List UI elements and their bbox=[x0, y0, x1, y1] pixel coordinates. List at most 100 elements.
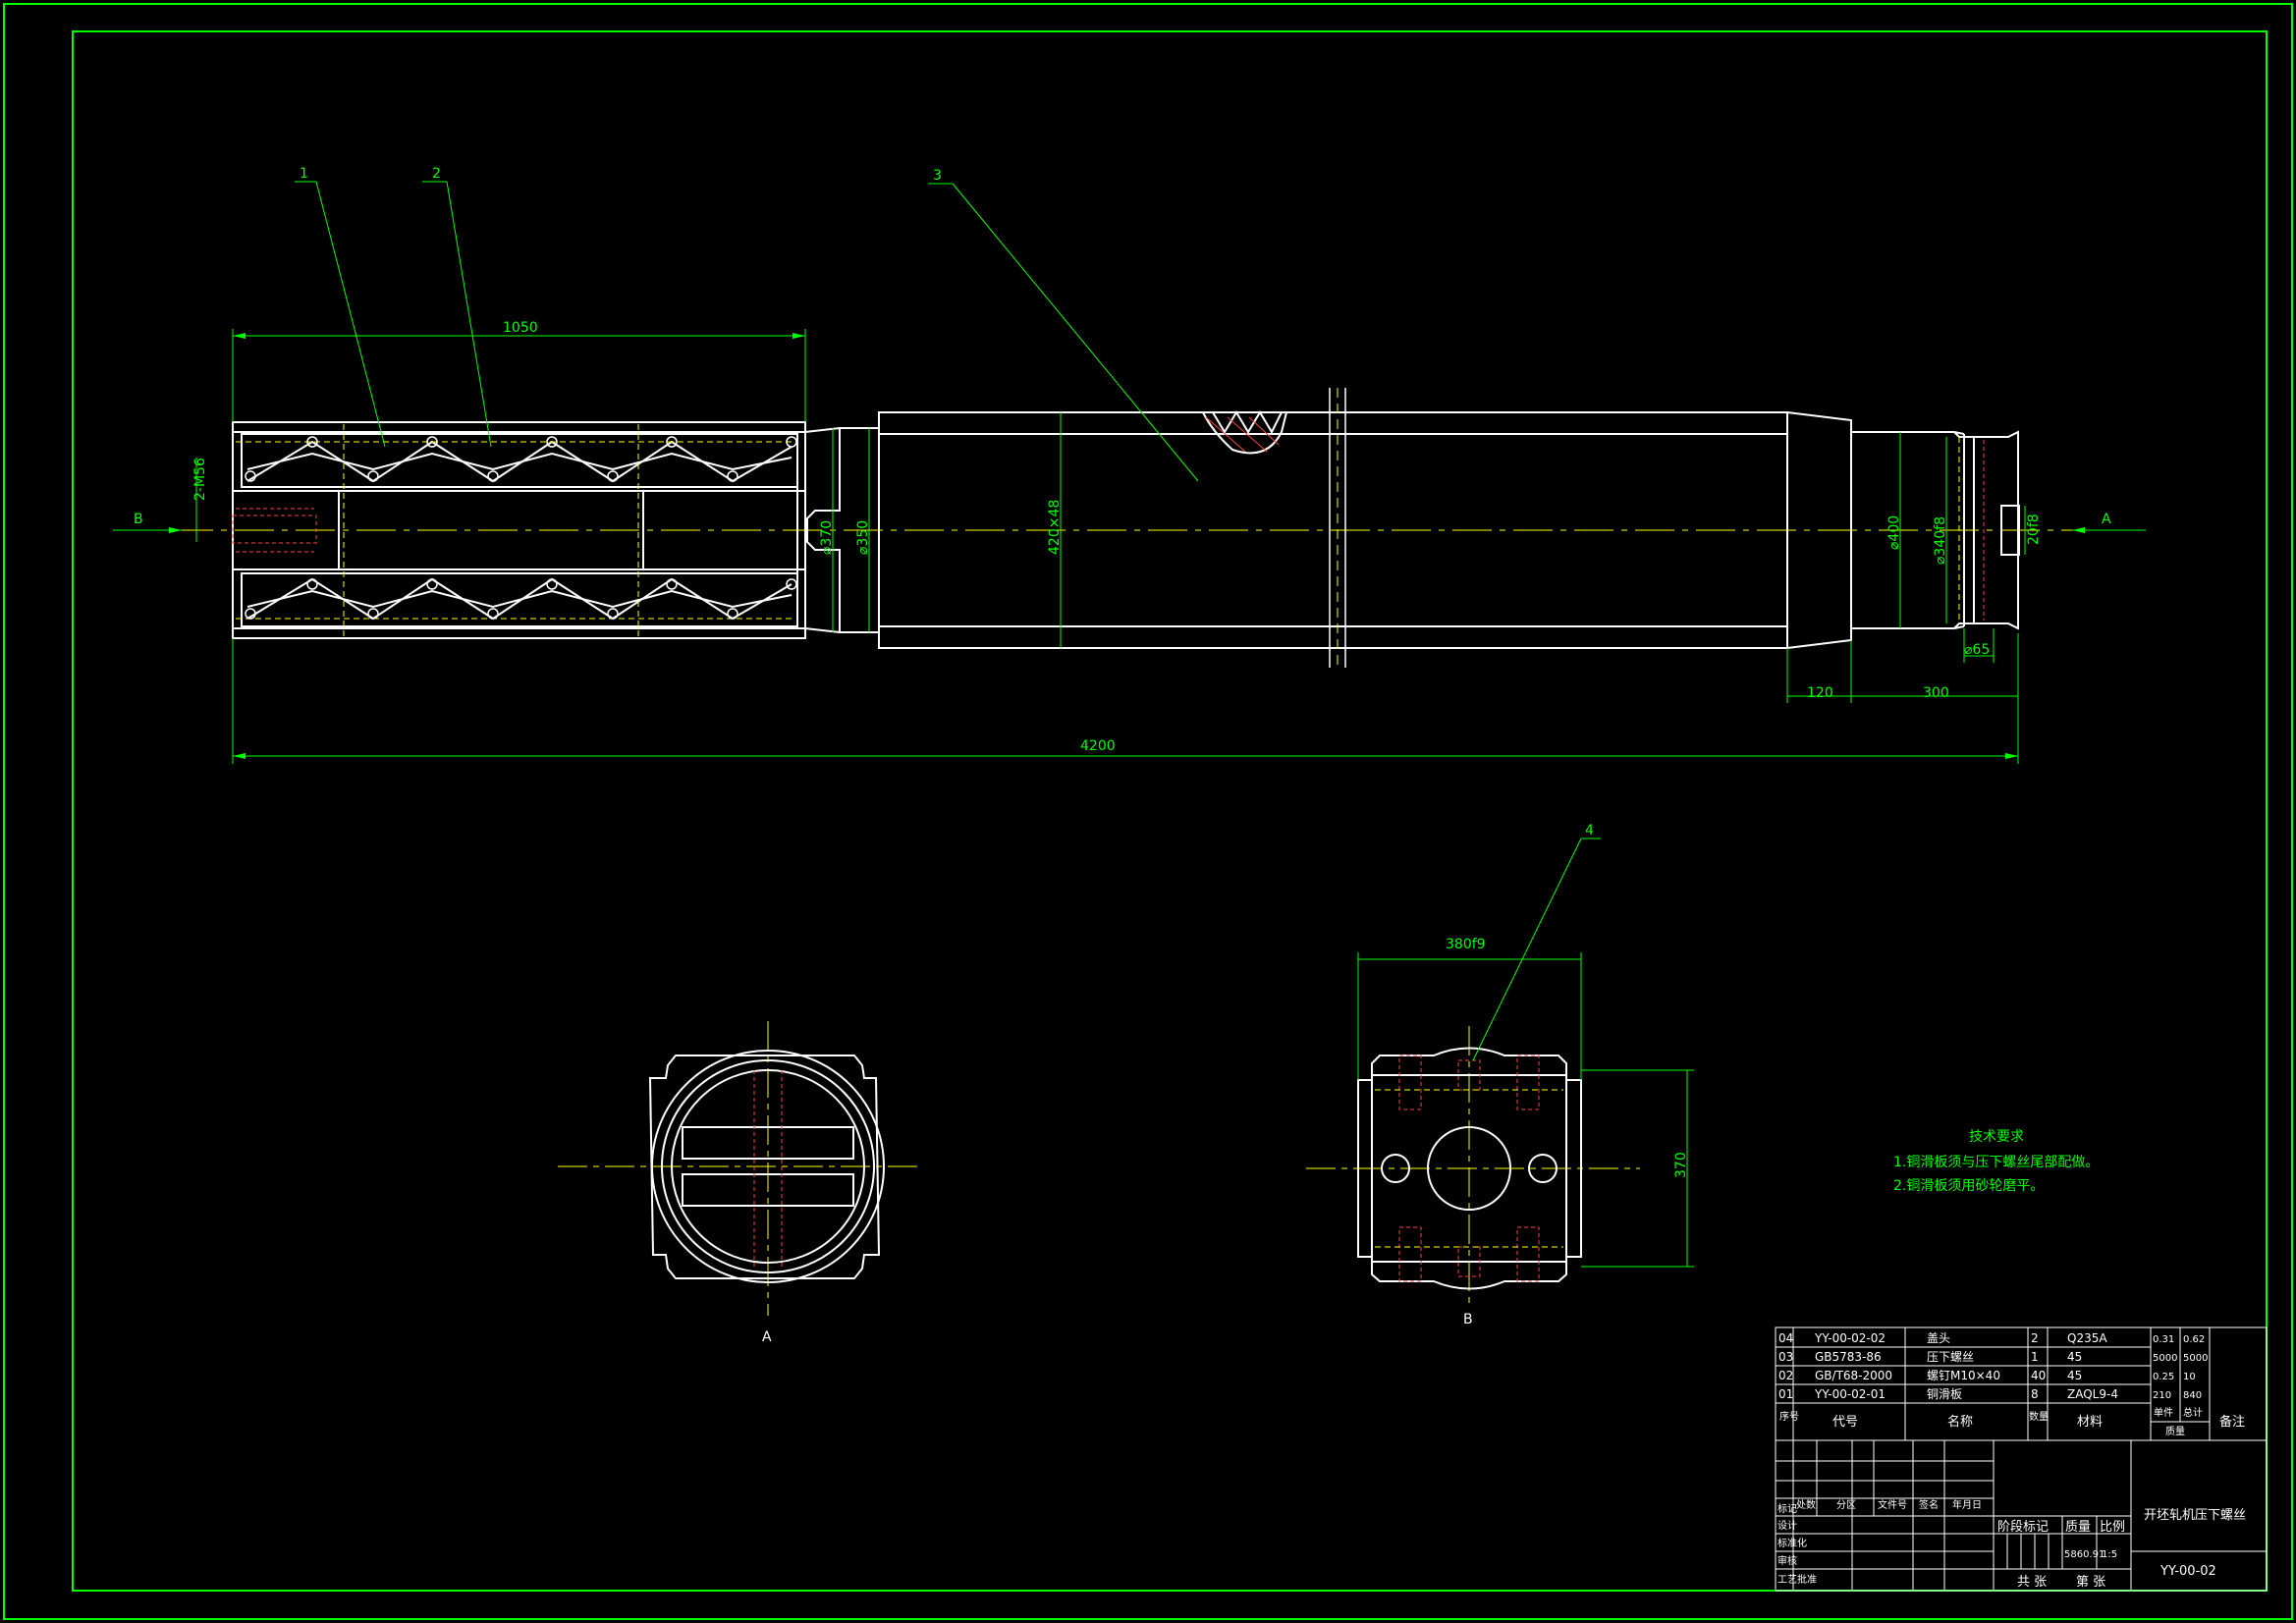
dim-4200: 4200 bbox=[1080, 738, 1116, 754]
part-unit-mass: 5000 bbox=[2153, 1353, 2177, 1364]
sheet-number: 第 张 bbox=[2076, 1575, 2105, 1590]
screw-hole bbox=[666, 578, 678, 590]
dim-phi400: ⌀400 bbox=[1886, 515, 1902, 550]
part-unit-mass: 210 bbox=[2153, 1390, 2171, 1401]
part-name: 压下螺丝 bbox=[1927, 1350, 1974, 1364]
part-unit-mass: 0.31 bbox=[2153, 1334, 2174, 1345]
drawing-frame bbox=[3, 3, 2293, 1620]
parts-list bbox=[1775, 1326, 2268, 1441]
tech-req-title: 技术要求 bbox=[1969, 1129, 2024, 1145]
screw-hole bbox=[245, 470, 256, 482]
screw-holes bbox=[245, 436, 797, 620]
part-no: 01 bbox=[1778, 1387, 1793, 1401]
part-total-mass: 10 bbox=[2183, 1372, 2196, 1382]
hdr-name: 名称 bbox=[1947, 1414, 1973, 1430]
balloon-2: 2 bbox=[432, 166, 441, 182]
part-code: YY-00-02-02 bbox=[1814, 1331, 1886, 1345]
view-a-label: A bbox=[762, 1329, 772, 1345]
neck-section bbox=[804, 426, 879, 634]
journal-section bbox=[1786, 411, 2020, 649]
part-code: GB/T68-2000 bbox=[1815, 1369, 1892, 1382]
mass-label: 质量 bbox=[2065, 1520, 2091, 1535]
part-total-mass: 5000 bbox=[2183, 1353, 2208, 1364]
part-material: Q235A bbox=[2067, 1331, 2107, 1345]
part-total-mass: 840 bbox=[2183, 1390, 2202, 1401]
part-qty: 8 bbox=[2031, 1387, 2039, 1401]
dim-370: 370 bbox=[1673, 1152, 1689, 1178]
part-qty: 2 bbox=[2031, 1331, 2039, 1345]
hdr-qty: 数量 bbox=[2029, 1410, 2049, 1423]
drawing-title: 开坯轧机压下螺丝 bbox=[2144, 1508, 2246, 1523]
screw-hole bbox=[487, 470, 499, 482]
part-qty: 40 bbox=[2031, 1369, 2046, 1382]
dim-1050: 1050 bbox=[503, 320, 538, 336]
dim-phi65: ⌀65 bbox=[1964, 642, 1990, 658]
screw-hole bbox=[546, 436, 558, 448]
screw-hole bbox=[727, 470, 738, 482]
hdr-mass: 质量 bbox=[2165, 1426, 2185, 1437]
screw-hole bbox=[306, 436, 318, 448]
dim-420x48: 420×48 bbox=[1047, 500, 1063, 555]
balloon-leaders bbox=[295, 181, 1199, 482]
rev-header-mark: 标记 bbox=[1777, 1503, 1797, 1515]
screw-hole bbox=[245, 608, 256, 620]
part-code: YY-00-02-01 bbox=[1814, 1387, 1886, 1401]
slide-section bbox=[232, 421, 806, 639]
hdr-total: 总计 bbox=[2183, 1406, 2203, 1419]
part-no: 02 bbox=[1778, 1369, 1793, 1382]
dim-380f9: 380f9 bbox=[1446, 937, 1486, 952]
stage-label: 阶段标记 bbox=[1997, 1520, 2049, 1535]
dim-2-m56: 2-M56 bbox=[192, 458, 208, 501]
mass-value: 5860.91 bbox=[2064, 1549, 2105, 1560]
screw-hole bbox=[487, 608, 499, 620]
screw-hole bbox=[426, 436, 438, 448]
view-b-label: B bbox=[1463, 1312, 1473, 1327]
tech-req-item-2: 2.铜滑板须用砂轮磨平。 bbox=[1893, 1177, 2044, 1194]
title-block bbox=[1775, 1439, 2268, 1592]
balloon-3: 3 bbox=[933, 168, 942, 184]
part-no: 04 bbox=[1778, 1331, 1793, 1345]
part-material: ZAQL9-4 bbox=[2067, 1387, 2118, 1401]
screw-hole bbox=[367, 608, 379, 620]
part-code: GB5783-86 bbox=[1815, 1350, 1882, 1364]
part-name: 盖头 bbox=[1927, 1331, 1950, 1345]
screw-shaft bbox=[878, 388, 1788, 668]
dim-120: 120 bbox=[1807, 685, 1833, 701]
hdr-code: 代号 bbox=[1832, 1415, 1858, 1430]
view-b bbox=[1306, 1026, 1640, 1306]
dim-300: 300 bbox=[1923, 685, 1949, 701]
role-standard: 标准化 bbox=[1777, 1537, 1807, 1549]
view-b-annotations bbox=[1357, 838, 1694, 1268]
dim-phi370: ⌀370 bbox=[819, 520, 835, 555]
screw-hole bbox=[367, 470, 379, 482]
drawing-number: YY-00-02 bbox=[2159, 1564, 2216, 1579]
hdr-unit: 单件 bbox=[2154, 1407, 2173, 1419]
rev-header-zone: 分区 bbox=[1836, 1499, 1856, 1511]
view-a bbox=[558, 1021, 918, 1316]
rev-header-count: 处数 bbox=[1796, 1498, 1816, 1511]
part-qty: 1 bbox=[2031, 1350, 2039, 1364]
screw-hole bbox=[666, 436, 678, 448]
main-view: 1 2 3 bbox=[113, 166, 2146, 764]
part-name: 铜滑板 bbox=[1927, 1386, 1962, 1401]
scale-value: 1:5 bbox=[2102, 1549, 2117, 1560]
screw-hole bbox=[426, 578, 438, 590]
section-label-a: A bbox=[2102, 512, 2111, 527]
screw-hole bbox=[727, 608, 738, 620]
rev-header-sign: 签名 bbox=[1919, 1498, 1939, 1511]
section-label-b: B bbox=[134, 512, 143, 527]
role-process: 工艺 bbox=[1777, 1574, 1797, 1586]
rev-header-date: 年月日 bbox=[1952, 1498, 1982, 1511]
dimension-lines bbox=[113, 329, 2146, 764]
screw-hole bbox=[607, 470, 619, 482]
screw-hole bbox=[786, 436, 797, 448]
part-material: 45 bbox=[2067, 1369, 2082, 1382]
hdr-remark: 备注 bbox=[2219, 1414, 2245, 1430]
role-review: 审核 bbox=[1777, 1554, 1797, 1567]
part-total-mass: 0.62 bbox=[2183, 1334, 2205, 1345]
scale-label: 比例 bbox=[2100, 1520, 2125, 1535]
part-name: 螺钉M10×40 bbox=[1927, 1369, 2000, 1382]
parts-header: 序号 代号 名称 数量 材料 单件 总计 质量 备注 bbox=[1779, 1406, 2245, 1437]
